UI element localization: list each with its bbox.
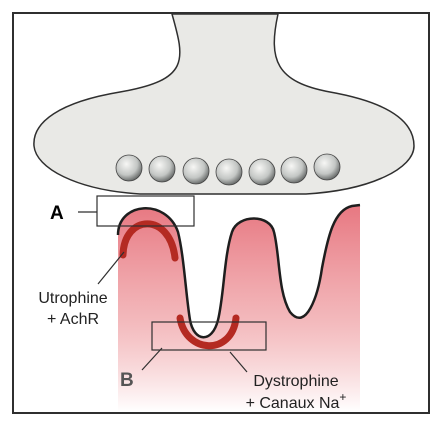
- label-dystrophine-sup: +: [339, 390, 346, 404]
- label-utrophine-line2: + AchR: [47, 311, 99, 328]
- label-b: B: [120, 370, 134, 391]
- vesicle: [314, 154, 340, 180]
- vesicle: [281, 157, 307, 183]
- label-utrophine-line1: Utrophine: [38, 290, 107, 307]
- vesicle: [249, 159, 275, 185]
- label-dystrophine-line2-text: + Canaux Na: [246, 395, 340, 412]
- vesicle: [116, 155, 142, 181]
- vesicle: [149, 156, 175, 182]
- label-dystrophine-line1: Dystrophine: [253, 373, 338, 390]
- vesicle: [183, 158, 209, 184]
- vesicle: [216, 159, 242, 185]
- label-a: A: [50, 203, 64, 224]
